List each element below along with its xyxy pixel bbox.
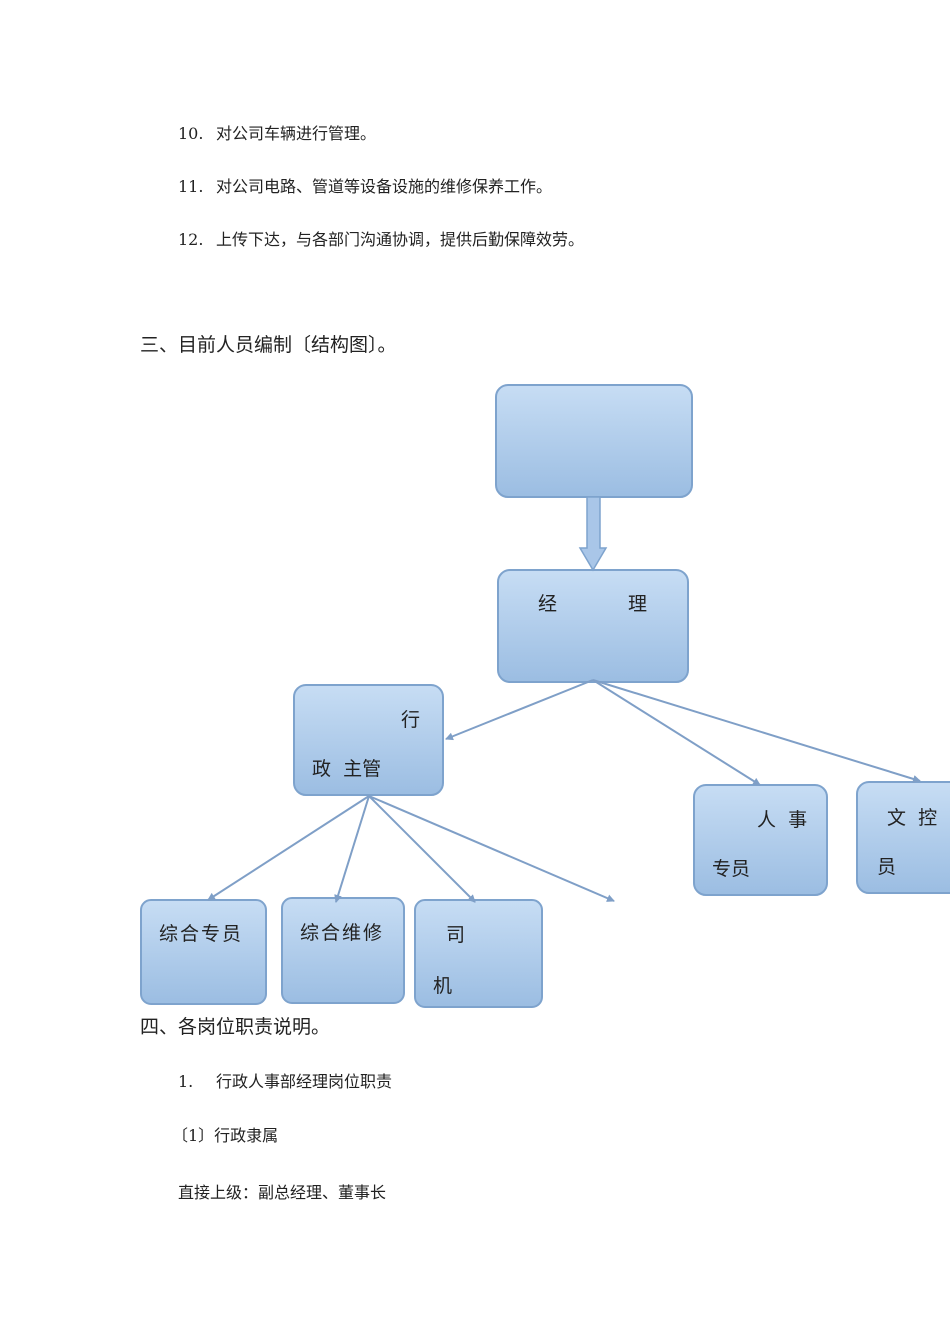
- admin-supervisor-label: 政 主管: [312, 758, 382, 780]
- item-text: 对公司车辆进行管理。: [216, 124, 377, 143]
- section-4-heading: 四、各岗位职责说明。: [140, 1016, 331, 1038]
- item-text: 上传下达，与各部门沟通协调，提供后勤保障效劳。: [216, 230, 585, 249]
- manager-label: 经: [538, 593, 558, 615]
- general-specialist-label: 综合专员: [159, 923, 244, 945]
- connector-arrow: [445, 679, 594, 741]
- superior-text: 直接上级：副总经理、董事长: [178, 1183, 387, 1202]
- item-number: 1.: [178, 1072, 194, 1091]
- item-number: 11.: [178, 177, 204, 196]
- connector-arrow: [368, 795, 476, 903]
- admin-supervisor-box: [293, 684, 444, 796]
- driver-label: 司: [446, 924, 466, 946]
- connector-arrow: [592, 679, 921, 783]
- maintenance-box: [281, 897, 405, 1004]
- doc-control-label: 员: [877, 856, 897, 878]
- doc-control-label: 文 控: [887, 807, 938, 829]
- connector-arrow: [334, 795, 370, 903]
- manager-label: 理: [628, 593, 648, 615]
- manager-box: [497, 569, 689, 683]
- section-3-heading: 三、目前人员编制〔结构图〕。: [140, 334, 397, 356]
- maintenance-label: 综合维修: [300, 922, 385, 944]
- item-text: 行政人事部经理岗位职责: [216, 1072, 393, 1091]
- top-box: [495, 384, 693, 498]
- item-number: 10.: [178, 124, 204, 143]
- driver-label: 机: [433, 975, 453, 997]
- admin-supervisor-label: 行: [401, 709, 421, 731]
- connector-arrow: [592, 679, 761, 786]
- list-item: 12. 上传下达，与各部门沟通协调，提供后勤保障效劳。: [178, 226, 584, 250]
- down-arrow: [578, 496, 608, 572]
- item-number: 12.: [178, 230, 204, 249]
- hr-specialist-label: 专员: [712, 858, 751, 880]
- item-text: 对公司电路、管道等设备设施的维修保养工作。: [216, 177, 553, 196]
- driver-box: [414, 899, 543, 1008]
- connector-arrow: [207, 795, 370, 901]
- list-item: 1. 行政人事部经理岗位职责: [178, 1068, 392, 1092]
- list-item: 11. 对公司电路、管道等设备设施的维修保养工作。: [178, 173, 552, 197]
- general-specialist-box: [140, 899, 267, 1005]
- doc-control-box: [856, 781, 950, 894]
- subheading: 〔1〕行政隶属: [172, 1126, 279, 1145]
- hr-specialist-label: 人 事: [757, 809, 808, 831]
- connector-arrow: [368, 795, 615, 902]
- list-item: 10. 对公司车辆进行管理。: [178, 120, 376, 144]
